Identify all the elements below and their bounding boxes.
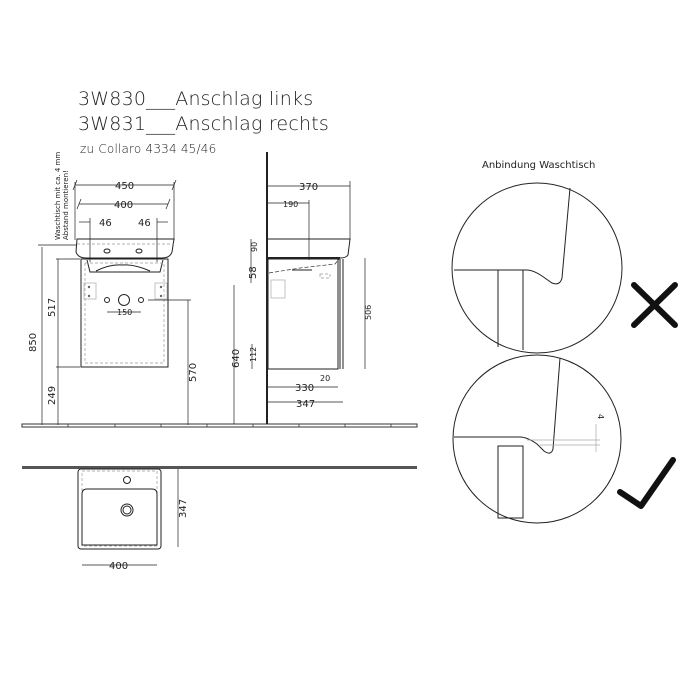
model-right-title: 3W831___Anschlag rechts xyxy=(78,113,329,135)
checkmark-icon xyxy=(617,457,676,509)
dim-370: 370 xyxy=(299,182,318,193)
dim-46-right: 46 xyxy=(138,218,151,229)
dim-150: 150 xyxy=(117,308,132,317)
mount-note-2: Abstand montieren! xyxy=(62,170,70,240)
dim-20: 20 xyxy=(320,374,330,383)
mount-note-1: Waschtisch mit ca. 4 mm xyxy=(54,152,62,240)
dim-506: 506 xyxy=(364,305,373,320)
front-view: Waschtisch mit ca. 4 mm Abstand montiere… xyxy=(28,152,199,425)
cross-icon xyxy=(631,282,678,328)
model-left-title: 3W830___Anschlag links xyxy=(78,88,314,110)
dim-400: 400 xyxy=(114,200,133,211)
plan-view: 347 400 xyxy=(22,466,417,572)
dim-450: 450 xyxy=(115,181,134,192)
detail-right: 4 xyxy=(452,354,676,524)
detail-wrong xyxy=(451,182,678,354)
dim-850: 850 xyxy=(28,333,39,352)
side-view: 370 190 90 58 640 112 506 20 330 347 xyxy=(231,152,373,424)
gap-4-label: 4 xyxy=(596,414,605,419)
dim-58: 58 xyxy=(248,266,259,279)
dim-330: 330 xyxy=(295,383,314,394)
dim-190: 190 xyxy=(283,200,298,209)
dim-90: 90 xyxy=(250,242,259,252)
compat-note: zu Collaro 4334 45/46 xyxy=(80,142,217,156)
dim-570: 570 xyxy=(188,363,199,382)
dim-plan-347: 347 xyxy=(178,499,189,518)
detail-title: Anbindung Waschtisch xyxy=(482,160,596,171)
dim-517: 517 xyxy=(47,298,58,317)
dim-640: 640 xyxy=(231,349,242,368)
floor-line xyxy=(21,423,418,428)
dim-347: 347 xyxy=(296,399,315,410)
dim-46-left: 46 xyxy=(99,218,112,229)
dim-plan-400: 400 xyxy=(109,561,128,572)
dim-112: 112 xyxy=(249,347,258,362)
dim-249: 249 xyxy=(47,386,58,405)
